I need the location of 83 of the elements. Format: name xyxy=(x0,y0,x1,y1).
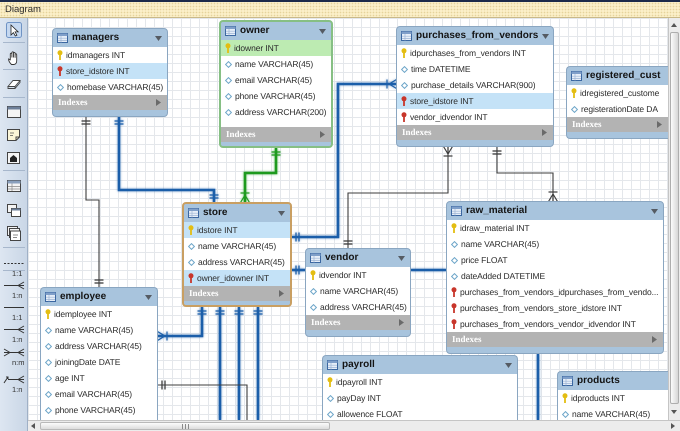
entity-table xyxy=(446,201,664,354)
column-definition: dateAdded DATETIME xyxy=(461,271,546,281)
column-definition: idproducts INT xyxy=(571,393,625,403)
panel-title: Diagram xyxy=(5,4,41,16)
column-definition: name VARCHAR(45) xyxy=(461,239,540,249)
column-definition: vendor_idvendor INT xyxy=(410,112,488,122)
column-definition: time DATETIME xyxy=(411,64,470,74)
column-definition: name VARCHAR(45) xyxy=(320,286,398,296)
entity-table xyxy=(566,66,668,139)
entity-table xyxy=(322,355,518,420)
indexes-label: Indexes xyxy=(572,119,602,130)
table-name: owner xyxy=(240,25,270,37)
column-definition: name VARCHAR(45) xyxy=(55,325,134,335)
column-definition: idowner INT xyxy=(234,43,279,53)
column-definition: purchases_from_vendors_idpurchases_from_vendo... xyxy=(460,287,658,297)
table-name: products xyxy=(577,375,620,387)
table-name: registered_cust xyxy=(586,70,660,82)
indexes-label: Indexes xyxy=(58,97,88,108)
column-definition: address VARCHAR(200) xyxy=(235,107,326,117)
indexes-label: Indexes xyxy=(189,288,219,299)
column-definition: address VARCHAR(45) xyxy=(55,341,142,351)
indexes-label: Indexes xyxy=(402,127,432,138)
column-definition: price FLOAT xyxy=(461,255,508,265)
relationship-line xyxy=(292,78,397,242)
relationship-line xyxy=(240,148,280,203)
table-name: vendor xyxy=(325,252,358,264)
relationship-line xyxy=(158,380,248,420)
column-definition: purchases_from_vendors_store_idstore INT xyxy=(460,303,622,313)
column-definition: purchase_details VARCHAR(900) xyxy=(411,80,536,90)
column-definition: store_idstore INT xyxy=(410,96,474,106)
entity-table xyxy=(182,202,292,307)
column-definition: idmanagers INT xyxy=(66,50,126,60)
indexes-label: Indexes xyxy=(452,334,482,345)
column-definition: name VARCHAR(45) xyxy=(572,409,650,419)
relationship-line xyxy=(157,307,206,342)
entity-table xyxy=(40,287,158,420)
relationship-line xyxy=(344,146,454,248)
column-definition: purchases_from_vendors_vendor_idvendor INT xyxy=(460,319,636,329)
entity-table xyxy=(52,28,168,117)
entity-table xyxy=(305,248,411,337)
relationship-line xyxy=(254,307,262,420)
relationship-line xyxy=(411,268,446,272)
relationship-line xyxy=(114,117,218,202)
column-definition: idstore INT xyxy=(197,225,238,235)
column-definition: idraw_material INT xyxy=(460,223,530,233)
column-definition: address VARCHAR(45) xyxy=(198,257,285,267)
column-definition: email VARCHAR(45) xyxy=(55,389,132,399)
column-definition: name VARCHAR(45) xyxy=(198,241,276,251)
column-definition: phone VARCHAR(45) xyxy=(235,91,316,101)
column-definition: email VARCHAR(45) xyxy=(235,75,312,85)
column-definition: idpayroll INT xyxy=(336,377,382,387)
relationship-line xyxy=(234,307,244,420)
entity-table xyxy=(396,26,554,147)
entity-table xyxy=(219,20,333,148)
column-definition: registerationDate DA xyxy=(581,104,658,114)
table-name: purchases_from_vendors xyxy=(416,30,538,42)
indexes-label: Indexes xyxy=(311,317,341,328)
table-name: employee xyxy=(60,291,106,303)
column-definition: homebase VARCHAR(45) xyxy=(67,82,164,92)
column-definition: idemployee INT xyxy=(54,309,112,319)
relationship-line xyxy=(82,117,104,287)
column-definition: name VARCHAR(45) xyxy=(235,59,314,69)
column-definition: payDay INT xyxy=(337,393,381,403)
table-name: raw_material xyxy=(466,205,528,217)
entity-table xyxy=(557,371,668,420)
column-definition: store_idstore INT xyxy=(66,66,130,76)
indexes-label: Indexes xyxy=(226,129,256,140)
column-definition: idvendor INT xyxy=(319,270,366,280)
column-definition: allowence FLOAT xyxy=(337,409,402,419)
relationship-line xyxy=(292,266,305,274)
column-definition: phone VARCHAR(45) xyxy=(55,405,136,415)
column-definition: address VARCHAR(45) xyxy=(320,302,407,312)
column-definition: joiningDate DATE xyxy=(55,357,120,367)
column-definition: idregistered_custome xyxy=(580,88,660,98)
table-name: managers xyxy=(72,32,120,44)
column-definition: owner_idowner INT xyxy=(197,273,269,283)
relationship-line xyxy=(536,354,540,420)
table-name: store xyxy=(203,207,228,219)
table-name: payroll xyxy=(342,359,375,371)
relationship-line xyxy=(492,147,558,202)
column-definition: idpurchases_from_vendors INT xyxy=(410,48,526,58)
relationship-line xyxy=(216,307,224,420)
column-definition: age INT xyxy=(55,373,85,383)
